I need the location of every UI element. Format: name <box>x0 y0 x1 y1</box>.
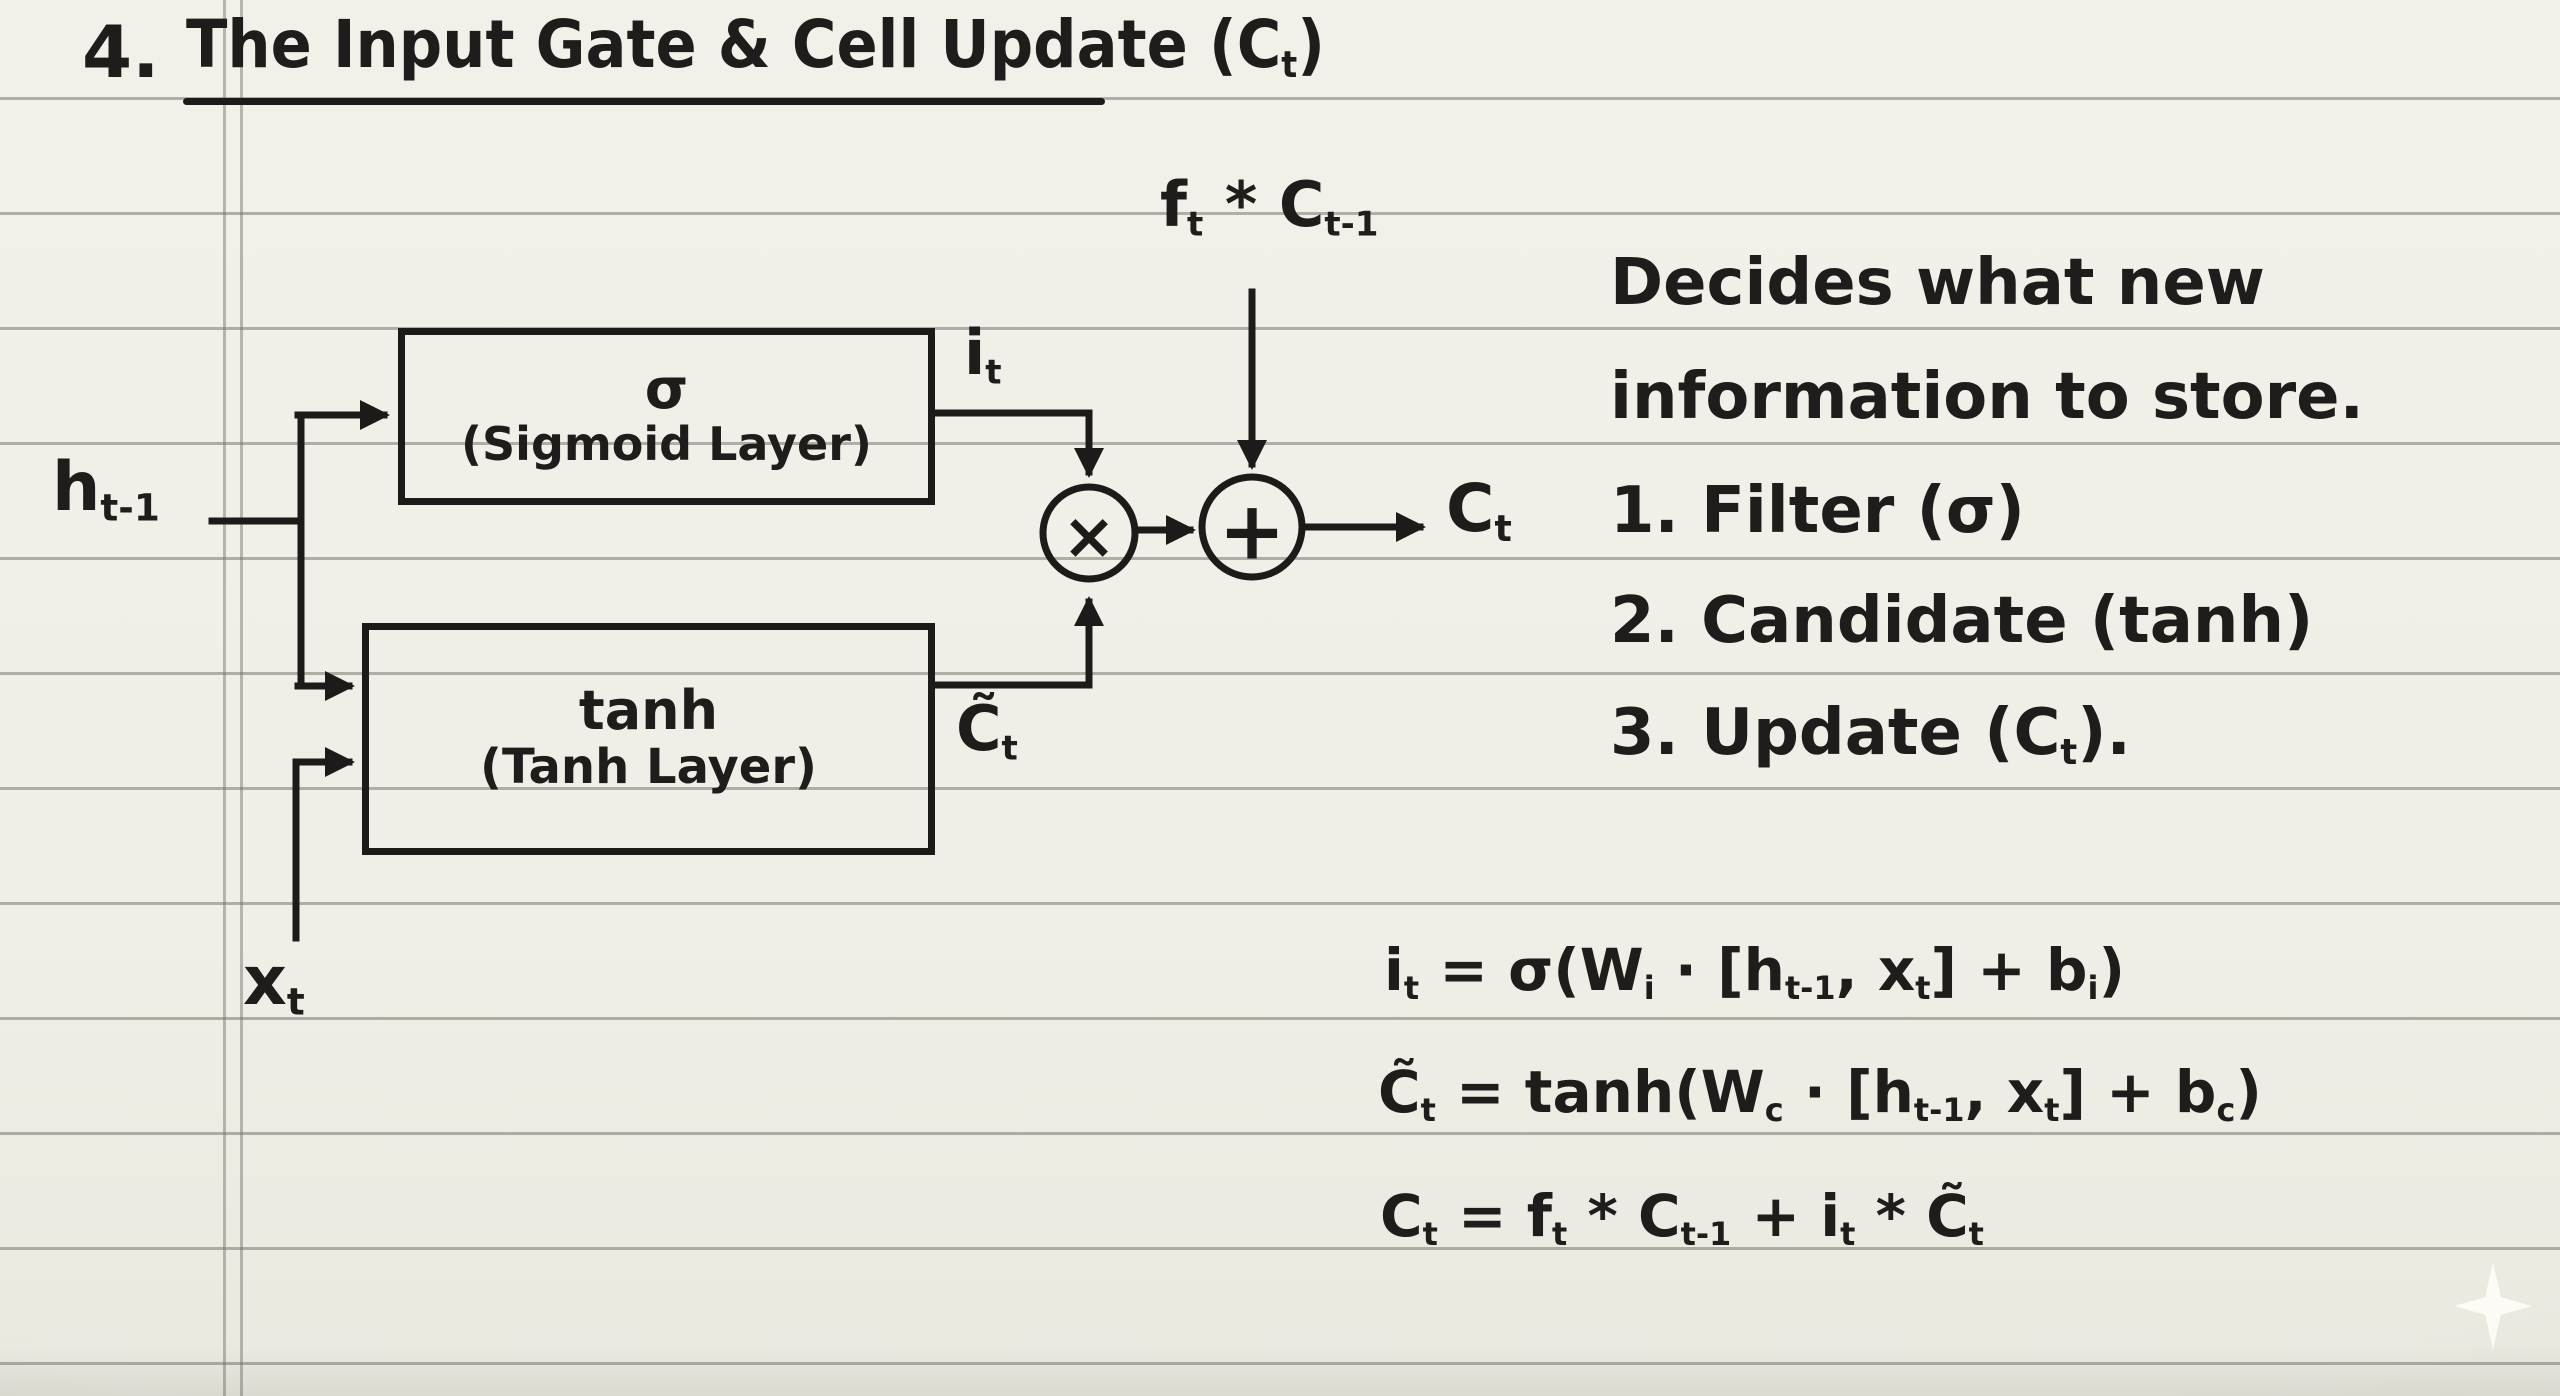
note-item-1: 1. Filter (σ) <box>1610 474 2025 548</box>
note-item-2: 2. Candidate (tanh) <box>1610 584 2314 658</box>
connector-x-t-into-tanh <box>292 747 355 942</box>
note-line-2: information to store. <box>1610 360 2364 434</box>
multiply-node <box>1039 483 1139 583</box>
label-f-times-c-prev: ft * Ct-1 <box>1160 168 1379 245</box>
equation-candidate: C̃t = tanh(Wc · [ht-1, xt] + bc) <box>1378 1058 2262 1129</box>
equation-input-gate: it = σ(Wi · [ht-1, xt] + bi) <box>1384 936 2125 1007</box>
connector-i-t-into-multiply <box>929 409 1104 478</box>
label-x-t: xt <box>243 942 305 1024</box>
sigmoid-box: σ (Sigmoid Layer) <box>398 328 935 505</box>
label-h-prev: ht-1 <box>52 448 160 530</box>
label-i-t: it <box>964 316 1002 393</box>
multiply-symbol: × <box>1062 500 1116 574</box>
tanh-layer-label: (Tanh Layer) <box>480 738 817 795</box>
add-node <box>1198 473 1306 581</box>
title-underline <box>183 98 1105 105</box>
sigmoid-symbol: σ <box>644 357 689 423</box>
label-c-t-output: Ct <box>1446 470 1512 551</box>
note-item-3: 3. Update (Ct). <box>1610 696 2131 773</box>
margin-line-outer <box>223 0 226 1396</box>
note-line-1: Decides what new <box>1610 246 2265 320</box>
equation-cell-update: Ct = ft * Ct-1 + it * C̃t <box>1380 1182 1984 1253</box>
tanh-box: tanh (Tanh Layer) <box>362 623 935 855</box>
margin-line-inner <box>240 0 243 1396</box>
connector-c-tilde-into-multiply <box>929 596 1104 689</box>
sigmoid-layer-label: (Sigmoid Layer) <box>461 417 872 472</box>
add-symbol: + <box>1218 485 1285 578</box>
tanh-symbol: tanh <box>578 679 719 743</box>
label-c-tilde: C̃t <box>956 692 1018 769</box>
section-number: 4. <box>82 10 160 94</box>
page-title: The Input Gate & Cell Update (Ct) <box>186 6 1326 87</box>
